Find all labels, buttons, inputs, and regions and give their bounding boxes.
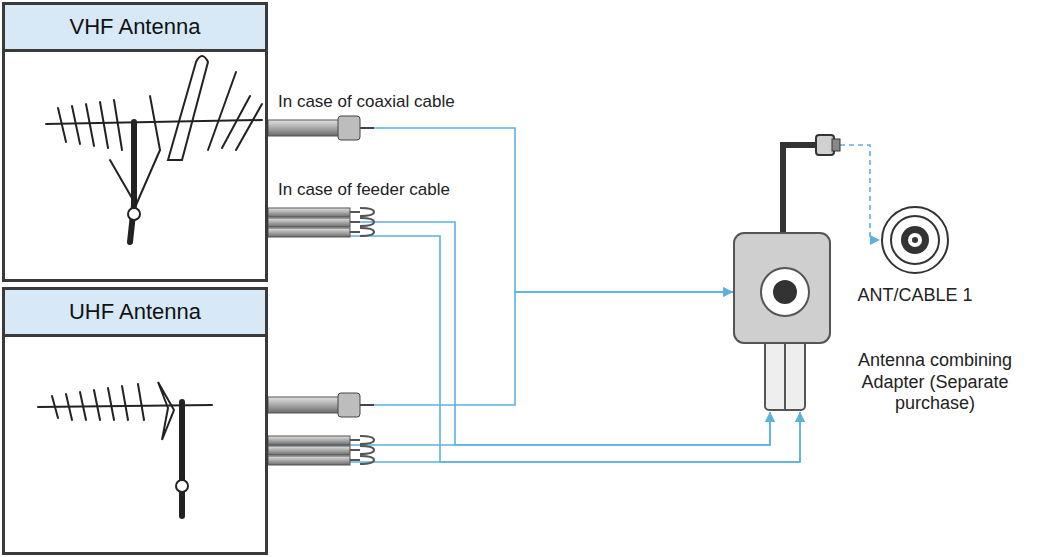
arrow-head bbox=[870, 235, 880, 245]
adapter-cable bbox=[783, 135, 840, 232]
signal-connector bbox=[268, 412, 805, 462]
antenna-panel: VHF Antenna bbox=[2, 2, 268, 282]
connector-line bbox=[268, 236, 800, 462]
uhf-antenna bbox=[38, 382, 212, 516]
coaxial-cable bbox=[268, 393, 374, 417]
arrow-head bbox=[765, 412, 775, 422]
cable-type-label: In case of feeder cable bbox=[278, 180, 450, 200]
panel-heading: VHF Antenna bbox=[5, 5, 265, 52]
arrow-head bbox=[795, 412, 805, 422]
combining-adapter: Antenna combining Adapter (Separate purc… bbox=[733, 232, 831, 412]
adapter-shape bbox=[733, 232, 831, 412]
signal-connector bbox=[268, 287, 733, 405]
arrow-head bbox=[765, 412, 775, 422]
antenna-panel: UHF Antenna bbox=[2, 287, 268, 555]
connector-line bbox=[268, 412, 800, 462]
adapter-label: Antenna combining Adapter (Separate purc… bbox=[837, 350, 1033, 415]
panel-heading: UHF Antenna bbox=[5, 290, 265, 337]
arrow-head bbox=[723, 287, 733, 297]
arrow-head bbox=[723, 287, 733, 297]
signal-connector bbox=[268, 128, 733, 297]
connector-line bbox=[783, 145, 880, 240]
cable-type-label: In case of coaxial cable bbox=[278, 92, 455, 112]
antenna-jack: ANT/CABLE 1 bbox=[880, 205, 950, 275]
jack-shape bbox=[880, 205, 950, 275]
jack-label: ANT/CABLE 1 bbox=[835, 285, 995, 307]
signal-connector bbox=[783, 145, 880, 245]
connector-line bbox=[268, 222, 770, 445]
feeder-cable bbox=[268, 436, 374, 465]
connector-line bbox=[268, 292, 733, 405]
vhf-antenna bbox=[46, 56, 262, 242]
signal-connector bbox=[268, 222, 805, 462]
arrow-head bbox=[795, 412, 805, 422]
coaxial-cable bbox=[268, 116, 374, 140]
connector-line bbox=[268, 128, 733, 292]
feeder-cable bbox=[268, 208, 374, 237]
